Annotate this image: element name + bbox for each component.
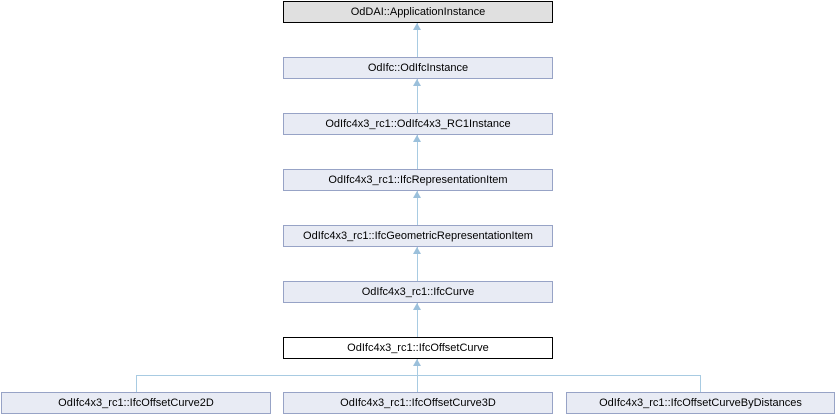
class-node-ifccurve[interactable]: OdIfc4x3_rc1::IfcCurve: [283, 281, 553, 303]
inheritance-edge: [136, 376, 137, 392]
inheritance-edge: [417, 303, 418, 337]
arrow-up-icon: [413, 135, 421, 142]
class-node-ifcoffsetcurve-current: OdIfc4x3_rc1::IfcOffsetCurve: [283, 337, 553, 359]
arrow-up-icon: [413, 79, 421, 86]
arrow-up-icon: [413, 303, 421, 310]
inheritance-edge: [417, 23, 418, 57]
class-node-ifcoffsetcurve2d[interactable]: OdIfc4x3_rc1::IfcOffsetCurve2D: [1, 392, 271, 414]
inheritance-edge: [700, 376, 701, 392]
class-node-odifc4x3-rc1instance[interactable]: OdIfc4x3_rc1::OdIfc4x3_RC1Instance: [283, 113, 553, 135]
inheritance-edge: [417, 247, 418, 281]
inheritance-edge: [417, 79, 418, 113]
arrow-up-icon: [413, 359, 421, 366]
inheritance-edge-bus: [136, 375, 701, 376]
arrow-up-icon: [413, 23, 421, 30]
class-node-ifcrepresentationitem[interactable]: OdIfc4x3_rc1::IfcRepresentationItem: [283, 169, 553, 191]
class-node-odifc-odifcinstance[interactable]: OdIfc::OdIfcInstance: [283, 57, 553, 79]
class-node-oddai-applicationinstance: OdDAI::ApplicationInstance: [283, 1, 553, 23]
class-node-ifcoffsetcurve3d[interactable]: OdIfc4x3_rc1::IfcOffsetCurve3D: [283, 392, 553, 414]
class-node-ifcoffsetcurvebydistances[interactable]: OdIfc4x3_rc1::IfcOffsetCurveByDistances: [566, 392, 835, 414]
class-node-ifcgeometricrepresentationitem[interactable]: OdIfc4x3_rc1::IfcGeometricRepresentation…: [283, 225, 553, 247]
inheritance-edge: [417, 135, 418, 169]
arrow-up-icon: [413, 191, 421, 198]
inheritance-edge: [417, 191, 418, 225]
arrow-up-icon: [413, 247, 421, 254]
